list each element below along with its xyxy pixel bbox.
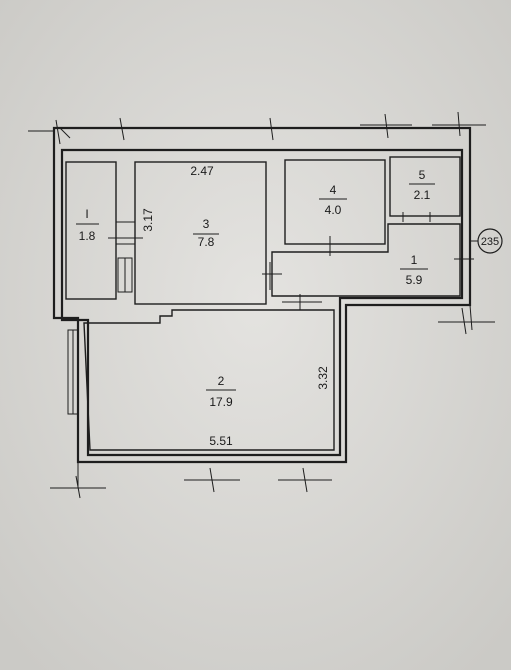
- room-area-1: 5.9: [406, 273, 423, 287]
- room-number-5: 5: [419, 168, 426, 182]
- room-area-4: 4.0: [325, 203, 342, 217]
- room-area-I: 1.8: [79, 229, 96, 243]
- room-number-1: 1: [411, 253, 418, 267]
- room-label-1: 1 5.9: [400, 253, 428, 287]
- room-label-5: 5 2.1: [409, 168, 435, 202]
- room-I-outline: [65, 161, 117, 300]
- room-number-I: I: [85, 207, 88, 221]
- room-area-2: 17.9: [209, 395, 233, 409]
- room-outlines: [65, 156, 461, 451]
- dimension-room3-width: 2.47: [190, 164, 214, 178]
- room-area-5: 2.1: [414, 188, 431, 202]
- room-1-outline: [271, 223, 461, 297]
- apartment-number-badge: 235: [470, 228, 503, 254]
- room-number-2: 2: [218, 374, 225, 388]
- room-label-2: 2 17.9: [206, 374, 236, 409]
- dimension-room2-width: 5.51: [209, 434, 233, 448]
- room-label-3: 3 7.8: [193, 217, 219, 249]
- room-3-outline: [134, 161, 267, 305]
- windows: [28, 111, 495, 499]
- room-area-3: 7.8: [198, 235, 215, 249]
- room-number-3: 3: [203, 217, 210, 231]
- apartment-number: 235: [481, 236, 499, 248]
- dimension-room3-depth: 3.17: [141, 208, 155, 232]
- room-label-4: 4 4.0: [319, 183, 347, 217]
- room-label-I: I 1.8: [76, 207, 99, 243]
- apartment-number-circle: [477, 228, 503, 254]
- room-2-outline: [83, 309, 335, 451]
- dimension-room2-depth: 3.32: [316, 366, 330, 390]
- room-number-4: 4: [330, 183, 337, 197]
- room-5-outline: [389, 156, 461, 217]
- door-marks: [108, 212, 474, 310]
